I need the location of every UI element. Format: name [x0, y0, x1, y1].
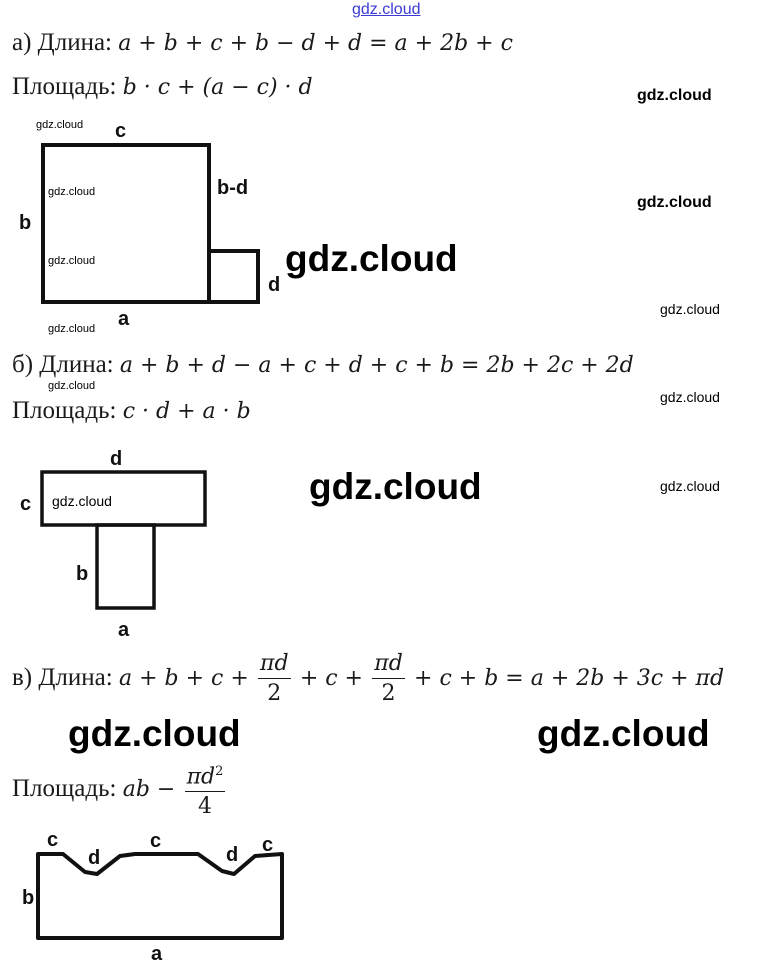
part-a-area: Площадь: b · c + (a − c) · d [12, 72, 313, 103]
big-rectangle [41, 143, 211, 304]
watermark: gdz.cloud [68, 713, 241, 754]
watermark: gdz.cloud [660, 301, 720, 317]
numerator: πd [372, 650, 405, 679]
label-c: c [262, 834, 273, 856]
diagram-a: c b-d b d a [19, 120, 280, 330]
label-d: d [226, 844, 238, 866]
length-label: а) Длина: [12, 29, 112, 56]
watermark: gdz.cloud [660, 389, 720, 405]
numerator: πd2 [184, 758, 226, 793]
length-formula-part2: + c + [299, 666, 363, 692]
watermark: gdz.cloud [48, 255, 96, 267]
watermark: gdz.cloud [285, 238, 458, 279]
label-a: a [118, 619, 130, 641]
diagram-b: d c b a [20, 448, 207, 641]
label-c: c [47, 829, 58, 851]
label-c: c [150, 830, 161, 852]
watermark: gdz.cloud [36, 119, 84, 131]
label-b-minus-d: b-d [217, 177, 248, 199]
label-c: c [115, 120, 126, 142]
watermark: gdz.cloud [637, 194, 712, 211]
watermark: gdz.cloud [637, 87, 712, 104]
area-formula: c · d + a · b [122, 399, 251, 424]
label-b: b [22, 887, 34, 909]
watermark: gdz.cloud [309, 466, 482, 507]
top-rectangle [40, 470, 207, 527]
part-b-area: Площадь: c · d + a · b [12, 396, 251, 427]
denominator: 2 [381, 681, 396, 706]
small-rectangle [207, 249, 260, 304]
area-label: Площадь: [12, 397, 117, 424]
part-b-length: б) Длина: a + b + d − a + c + d + c + b … [12, 350, 634, 381]
area-formula: ab − [122, 776, 176, 802]
watermark: gdz.cloud [660, 478, 720, 494]
watermark: gdz.cloud [48, 186, 96, 198]
area-label: Площадь: [12, 774, 117, 802]
length-label: в) Длина: [12, 664, 113, 692]
watermark-top: gdz.cloud [352, 1, 421, 18]
length-label: б) Длина: [12, 351, 114, 378]
watermark: gdz.cloud [537, 713, 710, 754]
diagram-c: c d c d c b a [22, 829, 284, 965]
label-d: d [110, 448, 122, 470]
length-formula: a + b + c + b − d + d = a + 2b + c [118, 31, 513, 56]
label-b: b [76, 563, 88, 585]
label-c: c [20, 493, 31, 515]
stem-rectangle [95, 523, 156, 610]
numerator-base: πd [186, 764, 216, 790]
area-formula: b · c + (a − c) · d [122, 75, 313, 100]
denominator: 4 [198, 794, 212, 820]
label-d: d [268, 274, 280, 296]
length-formula-part3: + c + b = a + 2b + 3c + πd [414, 666, 725, 692]
label-a: a [118, 308, 130, 330]
length-formula-part1: a + b + c + [118, 666, 249, 692]
length-formula: a + b + d − a + c + d + c + b = 2b + 2c … [119, 353, 634, 378]
part-a-length: а) Длина: a + b + c + b − d + d = a + 2b… [12, 28, 513, 59]
label-a: a [151, 943, 163, 965]
denominator: 2 [267, 681, 282, 706]
area-label: Площадь: [12, 73, 117, 100]
numerator: πd [258, 650, 291, 679]
shape-outline [36, 852, 284, 940]
watermark: gdz.cloud [52, 493, 112, 509]
exponent: 2 [215, 764, 224, 779]
watermark: gdz.cloud [48, 323, 96, 335]
label-b: b [19, 212, 31, 234]
label-d: d [88, 847, 100, 869]
watermark: gdz.cloud [48, 380, 96, 392]
